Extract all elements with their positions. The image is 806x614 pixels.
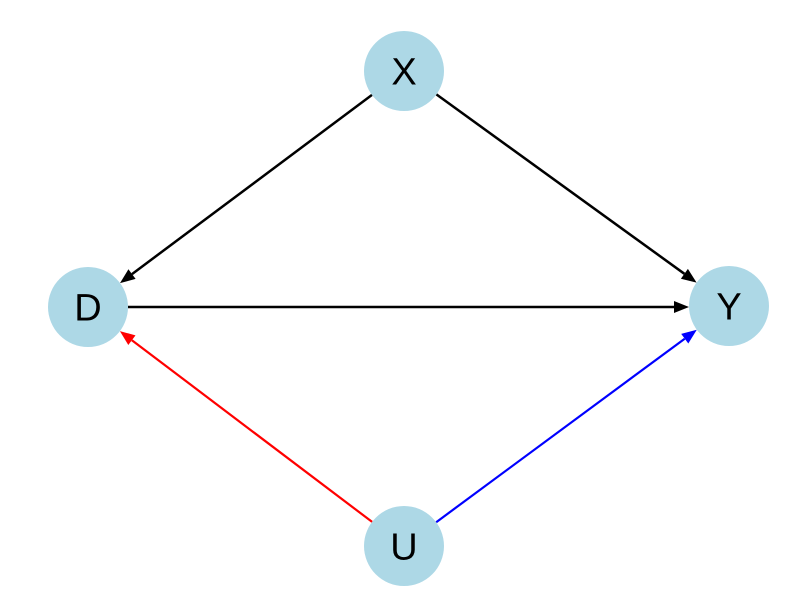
node-Y-label: Y <box>716 286 741 328</box>
edge-U-Y <box>435 329 697 524</box>
edge-X-D-line <box>131 93 373 276</box>
edge-X-D <box>120 93 373 284</box>
edge-X-Y-line <box>435 93 686 275</box>
node-X-circle <box>364 31 444 111</box>
edge-U-D-line <box>131 339 373 523</box>
node-Y-circle <box>689 266 769 346</box>
node-U-label: U <box>390 526 417 568</box>
node-D: D <box>48 267 128 347</box>
node-U-circle <box>364 506 444 586</box>
node-U: U <box>364 506 444 586</box>
node-D-label: D <box>74 287 101 329</box>
edge-X-Y-arrowhead-icon <box>680 268 697 283</box>
node-D-circle <box>48 267 128 347</box>
edge-X-D-arrowhead-icon <box>120 269 136 284</box>
node-X: X <box>364 31 444 111</box>
edge-U-D <box>119 331 373 523</box>
edge-U-D-arrowhead-icon <box>119 331 136 345</box>
node-X-label: X <box>391 51 416 93</box>
edge-D-Y <box>128 301 689 313</box>
edge-U-Y-line <box>435 337 686 524</box>
node-Y: Y <box>689 266 769 346</box>
edge-U-Y-arrowhead-icon <box>681 329 697 344</box>
edge-D-Y-arrowhead-icon <box>674 301 689 313</box>
edge-X-Y <box>435 93 697 283</box>
